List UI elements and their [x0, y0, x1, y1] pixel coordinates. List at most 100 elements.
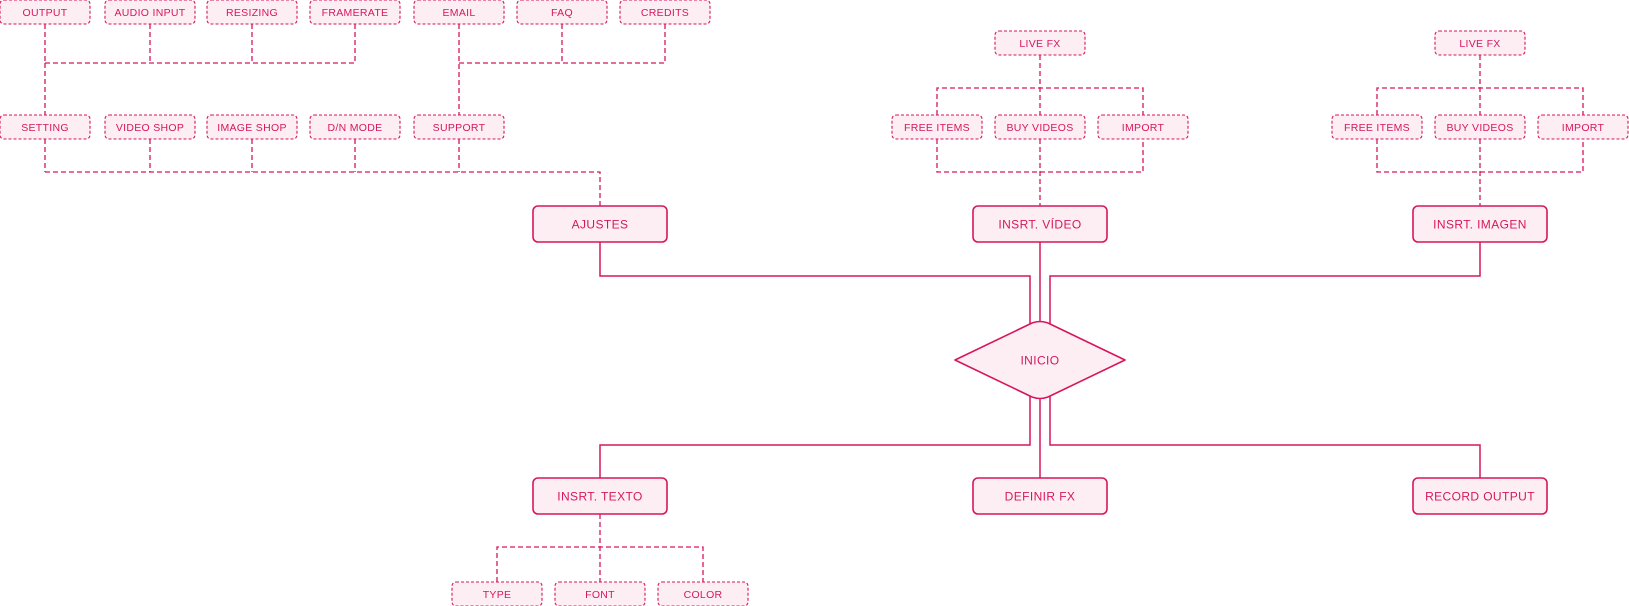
- node-credits[interactable]: CREDITS: [619, 0, 711, 25]
- node-free-items-video[interactable]: FREE ITEMS: [891, 114, 983, 140]
- dashed-connectors: [44, 24, 1584, 582]
- node-dn-mode-label: D/N MODE: [328, 122, 383, 134]
- node-font-box: [554, 581, 646, 606]
- node-insrt-texto-box: [532, 477, 668, 515]
- node-support-box: [413, 114, 505, 140]
- node-definir-fx-label: DEFINIR FX: [1005, 490, 1076, 504]
- node-definir-fx-box: [972, 477, 1108, 515]
- node-import-video[interactable]: IMPORT: [1097, 114, 1189, 140]
- node-dn-mode[interactable]: D/N MODE: [309, 114, 401, 140]
- node-framerate-label: FRAMERATE: [322, 7, 389, 19]
- node-image-shop-box: [206, 114, 298, 140]
- solid-connectors: [599, 242, 1481, 478]
- node-setting-box: [0, 114, 91, 140]
- node-live-fx-imagen-label: LIVE FX: [1459, 38, 1500, 50]
- node-resizing-box: [206, 0, 298, 25]
- connector-inicio-record: [1049, 395, 1481, 478]
- connector-texto-bus: [496, 546, 704, 582]
- node-buy-videos-video-box: [994, 114, 1086, 140]
- connector-inicio-texto: [599, 395, 1031, 478]
- node-inicio[interactable]: INICIO: [954, 320, 1126, 400]
- node-import-imagen[interactable]: IMPORT: [1537, 114, 1629, 140]
- node-faq[interactable]: FAQ: [516, 0, 608, 25]
- connector-imagen-upper-bus: [1376, 87, 1584, 115]
- node-free-items-imagen-box: [1331, 114, 1423, 140]
- node-support[interactable]: SUPPORT: [413, 114, 505, 140]
- connector-ajustes-bus: [45, 171, 601, 206]
- node-free-items-video-box: [891, 114, 983, 140]
- node-live-fx-imagen-box: [1434, 30, 1526, 56]
- node-font[interactable]: FONT: [554, 581, 646, 606]
- node-email-label: EMAIL: [442, 7, 475, 19]
- connector-ajustes-inicio: [599, 242, 1031, 325]
- node-ajustes-box: [532, 205, 668, 243]
- node-free-items-video-label: FREE ITEMS: [904, 122, 970, 134]
- node-inicio-shape: [954, 320, 1126, 400]
- node-output-box: [0, 0, 91, 25]
- node-color-label: COLOR: [684, 589, 723, 601]
- node-audio-input-box: [104, 0, 196, 25]
- node-buy-videos-imagen-box: [1434, 114, 1526, 140]
- node-buy-videos-imagen[interactable]: BUY VIDEOS: [1434, 114, 1526, 140]
- node-output-label: OUTPUT: [23, 7, 68, 19]
- node-video-shop-label: VIDEO SHOP: [116, 122, 184, 134]
- node-live-fx-video[interactable]: LIVE FX: [994, 30, 1086, 56]
- node-type[interactable]: TYPE: [451, 581, 543, 606]
- node-color[interactable]: COLOR: [657, 581, 749, 606]
- node-credits-label: CREDITS: [641, 7, 689, 19]
- node-email[interactable]: EMAIL: [413, 0, 505, 25]
- node-import-imagen-label: IMPORT: [1562, 122, 1605, 134]
- node-free-items-imagen[interactable]: FREE ITEMS: [1331, 114, 1423, 140]
- node-type-label: TYPE: [483, 589, 512, 601]
- node-setting-label: SETTING: [21, 122, 69, 134]
- node-email-box: [413, 0, 505, 25]
- connector-video-upper-bus: [936, 87, 1144, 115]
- node-insrt-texto[interactable]: INSRT. TEXTO: [532, 477, 668, 515]
- node-audio-input[interactable]: AUDIO INPUT: [104, 0, 196, 25]
- node-insrt-video-label: INSRT. VÍDEO: [998, 217, 1081, 232]
- node-output[interactable]: OUTPUT: [0, 0, 91, 25]
- node-resizing-label: RESIZING: [226, 7, 278, 19]
- node-faq-box: [516, 0, 608, 25]
- node-import-imagen-box: [1537, 114, 1629, 140]
- node-image-shop-label: IMAGE SHOP: [217, 122, 287, 134]
- node-image-shop[interactable]: IMAGE SHOP: [206, 114, 298, 140]
- node-faq-label: FAQ: [551, 7, 573, 19]
- connector-imagen-inicio: [1049, 242, 1481, 325]
- node-insrt-video-box: [972, 205, 1108, 243]
- node-free-items-imagen-label: FREE ITEMS: [1344, 122, 1410, 134]
- node-buy-videos-imagen-label: BUY VIDEOS: [1447, 122, 1514, 134]
- node-import-video-box: [1097, 114, 1189, 140]
- node-video-shop-box: [104, 114, 196, 140]
- node-live-fx-video-box: [994, 30, 1086, 56]
- node-framerate[interactable]: FRAMERATE: [309, 0, 401, 25]
- node-insrt-texto-label: INSRT. TEXTO: [557, 490, 643, 504]
- node-live-fx-imagen[interactable]: LIVE FX: [1434, 30, 1526, 56]
- node-record-output[interactable]: RECORD OUTPUT: [1412, 477, 1548, 515]
- node-live-fx-video-label: LIVE FX: [1019, 38, 1060, 50]
- node-ajustes-label: AJUSTES: [572, 218, 629, 232]
- node-video-shop[interactable]: VIDEO SHOP: [104, 114, 196, 140]
- node-insrt-imagen-label: INSRT. IMAGEN: [1433, 218, 1527, 232]
- node-support-label: SUPPORT: [433, 122, 486, 134]
- node-definir-fx[interactable]: DEFINIR FX: [972, 477, 1108, 515]
- node-resizing[interactable]: RESIZING: [206, 0, 298, 25]
- node-record-output-box: [1412, 477, 1548, 515]
- node-credits-box: [619, 0, 711, 25]
- node-setting[interactable]: SETTING: [0, 114, 91, 140]
- node-insrt-video[interactable]: INSRT. VÍDEO: [972, 205, 1108, 243]
- node-insrt-imagen[interactable]: INSRT. IMAGEN: [1412, 205, 1548, 243]
- node-inicio-label: INICIO: [1020, 354, 1059, 368]
- node-record-output-label: RECORD OUTPUT: [1425, 490, 1535, 504]
- node-buy-videos-video-label: BUY VIDEOS: [1007, 122, 1074, 134]
- node-audio-input-label: AUDIO INPUT: [115, 7, 186, 19]
- main-nodes: AJUSTES INSRT. VÍDEO INSRT. IMAGEN INSRT. T…: [532, 205, 1548, 515]
- node-ajustes[interactable]: AJUSTES: [532, 205, 668, 243]
- node-color-box: [657, 581, 749, 606]
- node-insrt-imagen-box: [1412, 205, 1548, 243]
- node-buy-videos-video[interactable]: BUY VIDEOS: [994, 114, 1086, 140]
- node-font-label: FONT: [585, 589, 615, 601]
- node-framerate-box: [309, 0, 401, 25]
- node-type-box: [451, 581, 543, 606]
